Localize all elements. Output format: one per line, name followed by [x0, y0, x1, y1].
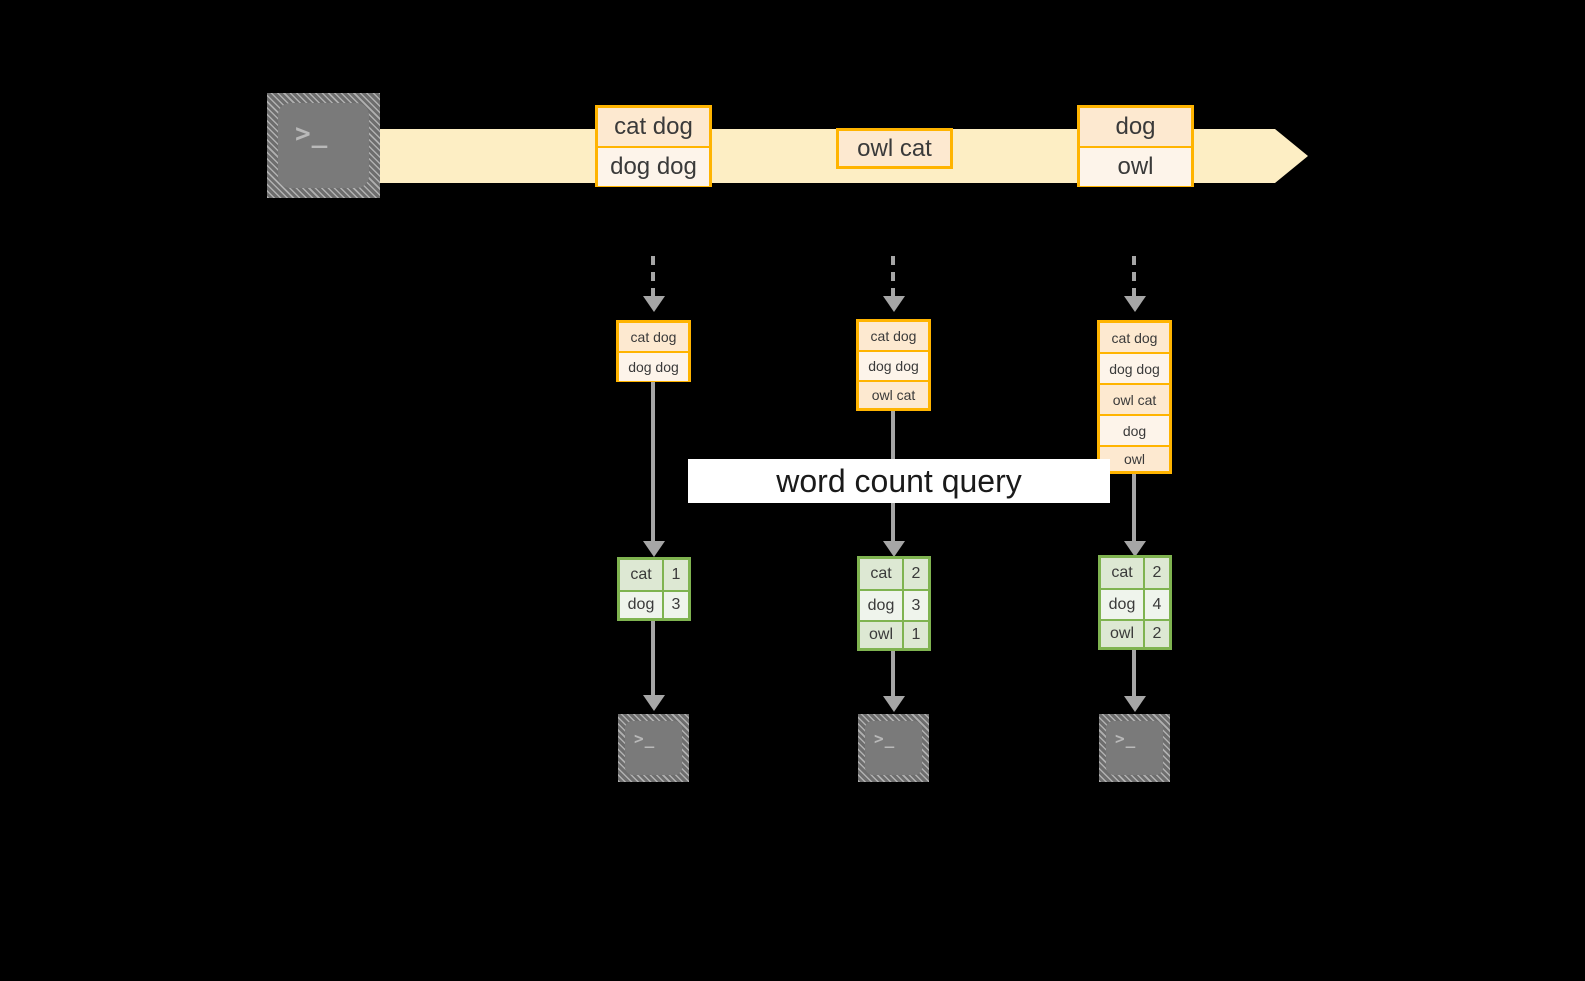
snapshot-connector-2	[891, 256, 895, 300]
snapshot-connector-arrowhead-2	[883, 296, 905, 312]
output-connector-3	[1132, 650, 1136, 697]
result-word: owl	[1101, 621, 1145, 647]
result-count: 2	[904, 559, 928, 589]
result-table-1: cat 1 dog 3	[617, 557, 691, 621]
query-connector-arrowhead-1	[643, 541, 665, 557]
result-count: 2	[1145, 621, 1169, 647]
terminal-prompt-glyph: >_	[874, 729, 896, 748]
result-row: dog 4	[1101, 590, 1169, 621]
snapshot-line: dog	[1100, 416, 1169, 447]
output-connector-2	[891, 651, 895, 697]
snapshot-connector-arrowhead-1	[643, 296, 665, 312]
consumer-terminal-icon-2[interactable]: >_	[858, 714, 929, 782]
result-row: cat 1	[620, 560, 688, 592]
snapshot-connector-1	[651, 256, 655, 300]
terminal-body	[625, 721, 682, 775]
snapshot-box-2: cat dog dog dog owl cat	[856, 319, 931, 411]
output-connector-1	[651, 621, 655, 696]
output-connector-arrowhead-3	[1124, 696, 1146, 712]
consumer-terminal-icon-1[interactable]: >_	[618, 714, 689, 782]
stream-arrowhead	[1275, 129, 1308, 183]
result-count: 1	[664, 560, 688, 590]
result-count: 3	[664, 592, 688, 618]
stream-record-line: owl	[1080, 148, 1191, 186]
result-word: dog	[860, 591, 904, 620]
snapshot-line: cat dog	[619, 323, 688, 353]
result-count: 3	[904, 591, 928, 620]
stream-record-line: dog	[1080, 108, 1191, 148]
snapshot-line: dog dog	[1100, 354, 1169, 385]
terminal-body	[865, 721, 922, 775]
snapshot-line: owl	[1100, 447, 1169, 471]
terminal-prompt-glyph: >_	[295, 119, 329, 149]
query-connector-1	[651, 382, 655, 542]
result-row: owl 1	[860, 622, 928, 648]
result-table-3: cat 2 dog 4 owl 2	[1098, 555, 1172, 650]
result-word: owl	[860, 622, 904, 648]
result-word: cat	[1101, 558, 1145, 588]
snapshot-connector-arrowhead-3	[1124, 296, 1146, 312]
stream-record-line: cat dog	[598, 108, 709, 148]
snapshot-line: dog dog	[619, 353, 688, 381]
snapshot-box-3: cat dog dog dog owl cat dog owl	[1097, 320, 1172, 474]
terminal-body	[1106, 721, 1163, 775]
query-connector-arrowhead-2	[883, 541, 905, 557]
result-row: cat 2	[860, 559, 928, 591]
word-count-query-label: word count query	[688, 459, 1110, 503]
producer-terminal-icon[interactable]: >_	[267, 93, 380, 198]
result-count: 1	[904, 622, 928, 648]
result-count: 2	[1145, 558, 1169, 588]
stream-record-line: owl cat	[839, 131, 950, 166]
result-table-2: cat 2 dog 3 owl 1	[857, 556, 931, 651]
result-word: dog	[1101, 590, 1145, 619]
result-row: owl 2	[1101, 621, 1169, 647]
snapshot-connector-3	[1132, 256, 1136, 300]
consumer-terminal-icon-3[interactable]: >_	[1099, 714, 1170, 782]
result-word: cat	[620, 560, 664, 590]
terminal-body	[278, 103, 369, 188]
stream-record-line: dog dog	[598, 148, 709, 186]
result-count: 4	[1145, 590, 1169, 619]
snapshot-line: owl cat	[859, 382, 928, 408]
stream-record-1: cat dog dog dog	[595, 105, 712, 187]
output-connector-arrowhead-1	[643, 695, 665, 711]
terminal-prompt-glyph: >_	[1115, 729, 1137, 748]
snapshot-line: owl cat	[1100, 385, 1169, 416]
result-word: dog	[620, 592, 664, 618]
snapshot-box-1: cat dog dog dog	[616, 320, 691, 382]
query-connector-3	[1132, 474, 1136, 542]
result-word: cat	[860, 559, 904, 589]
output-connector-arrowhead-2	[883, 696, 905, 712]
result-row: dog 3	[860, 591, 928, 622]
stream-record-2: owl cat	[836, 128, 953, 169]
snapshot-line: cat dog	[1100, 323, 1169, 354]
terminal-prompt-glyph: >_	[634, 729, 656, 748]
query-connector-arrowhead-3	[1124, 541, 1146, 557]
snapshot-line: cat dog	[859, 322, 928, 352]
snapshot-line: dog dog	[859, 352, 928, 382]
result-row: dog 3	[620, 592, 688, 618]
result-row: cat 2	[1101, 558, 1169, 590]
stream-record-3: dog owl	[1077, 105, 1194, 187]
